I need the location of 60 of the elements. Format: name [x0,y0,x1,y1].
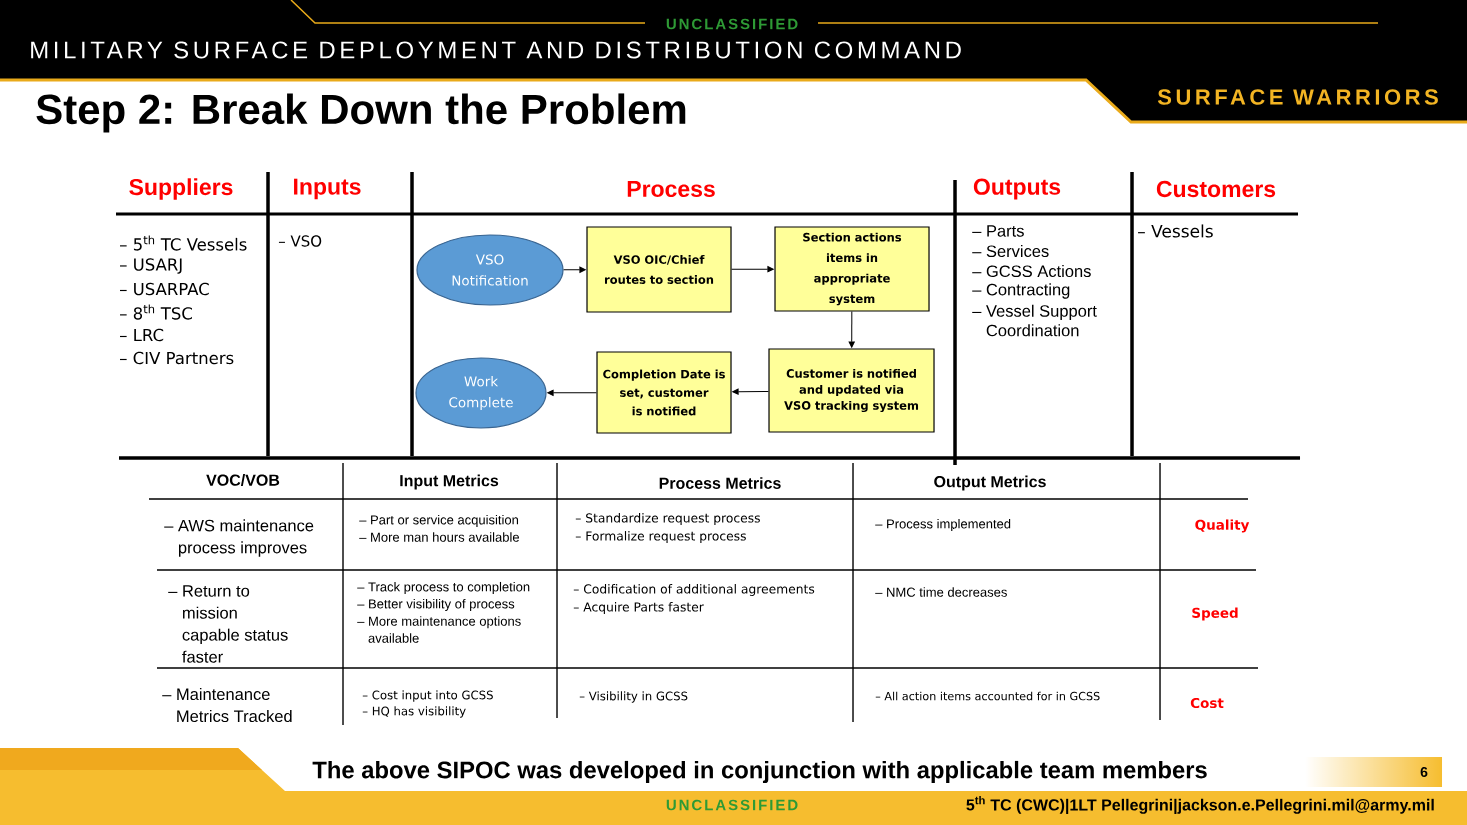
column-header: Suppliers [129,178,233,200]
process-box: Completion Date is set, customer is notified [596,351,732,434]
list-item: – Standardize request process [575,513,760,525]
caption: The above SIPOC was developed in conjunction with applicable team members [312,760,1207,784]
list-item: – VSO [278,235,322,247]
column-header: Inputs [294,178,361,200]
column-header: Outputs [973,178,1061,200]
list-item: – 5$^{th}$ TC Vessels [120,235,247,251]
list-item: – AWS maintenance process improves [164,519,314,557]
list-item: – Maintenance Metrics Tracked [162,687,292,723]
process-box: Section actions items in appropriate system [774,226,930,312]
list-item: – HQ has visibility [362,706,466,718]
arrow [848,311,855,348]
list-item: – Cost input into GCSS [362,690,493,702]
list-item: – LRC [120,328,164,342]
row-label: Quality [1195,519,1250,533]
arrow [563,266,586,273]
list-item: – More maintenance options available [357,616,521,643]
row-label: Speed [1192,607,1238,621]
column-header: Process [627,180,715,197]
list-item: – Services [972,244,1049,258]
classification-marking: UNCLASSIFIED [666,799,798,811]
list-item: – GCSS Actions [972,264,1091,278]
organization-name: MILITARY SURFACE DEPLOYMENT AND DISTRIBUTION COMMAND [31,41,961,59]
author-line: 5$^{th}$ TC (CWC)|1LT Pellegrini|jackson.e.Pellegrini.mil@army.mil [966,796,1434,814]
column-header: Process Metrics [659,477,781,489]
list-item: – USARJ [120,258,182,274]
classification-marking: UNCLASSIFIED [666,18,798,30]
list-item: – Vessel Support Coordination [972,304,1097,337]
process-box: Customer is notified and updated via VSO tracking system [768,348,935,433]
list-item: – Better visibility of process [357,598,515,612]
list-item: – Parts [972,225,1024,237]
row-label: Cost [1190,697,1224,709]
column-header: Customers [1156,180,1276,198]
column-header: VOC/VOB [206,474,280,486]
motto: SURFACE WARRIORS [1157,89,1438,105]
list-item: – All action items accounted for in GCSS [875,691,1100,701]
list-item: – More man hours available [359,532,519,542]
arrow [547,389,597,396]
list-item: – Formalize request process [575,531,746,543]
slide-title: Step 2: Break Down the Problem [36,93,686,133]
list-item: – NMC time decreases [875,587,1007,597]
column-header: Output Metrics [934,475,1046,491]
arrow [731,266,774,273]
process-box: VSO OIC/Chief routes to section [586,226,732,313]
list-item: – Vessels [1138,224,1213,238]
list-item: – CIV Partners [120,351,234,365]
column-header: Input Metrics [400,474,499,490]
list-item: – 8$^{th}$ TSC [120,304,192,320]
list-item: – Contracting [972,283,1070,299]
list-item: – Visibility in GCSS [579,691,688,703]
list-item: – Process implemented [875,518,1011,532]
page-number: 6 [1420,767,1428,777]
list-item: – Acquire Parts faster [573,602,704,614]
list-item: – Track process to completion [357,581,530,595]
list-item: – Codification of additional agreements [573,584,815,596]
list-item: – Return to mission capable status faster [168,585,288,663]
arrow [732,388,769,395]
list-item: – Part or service acquisition [359,514,518,528]
list-item: – USARPAC [120,282,209,296]
